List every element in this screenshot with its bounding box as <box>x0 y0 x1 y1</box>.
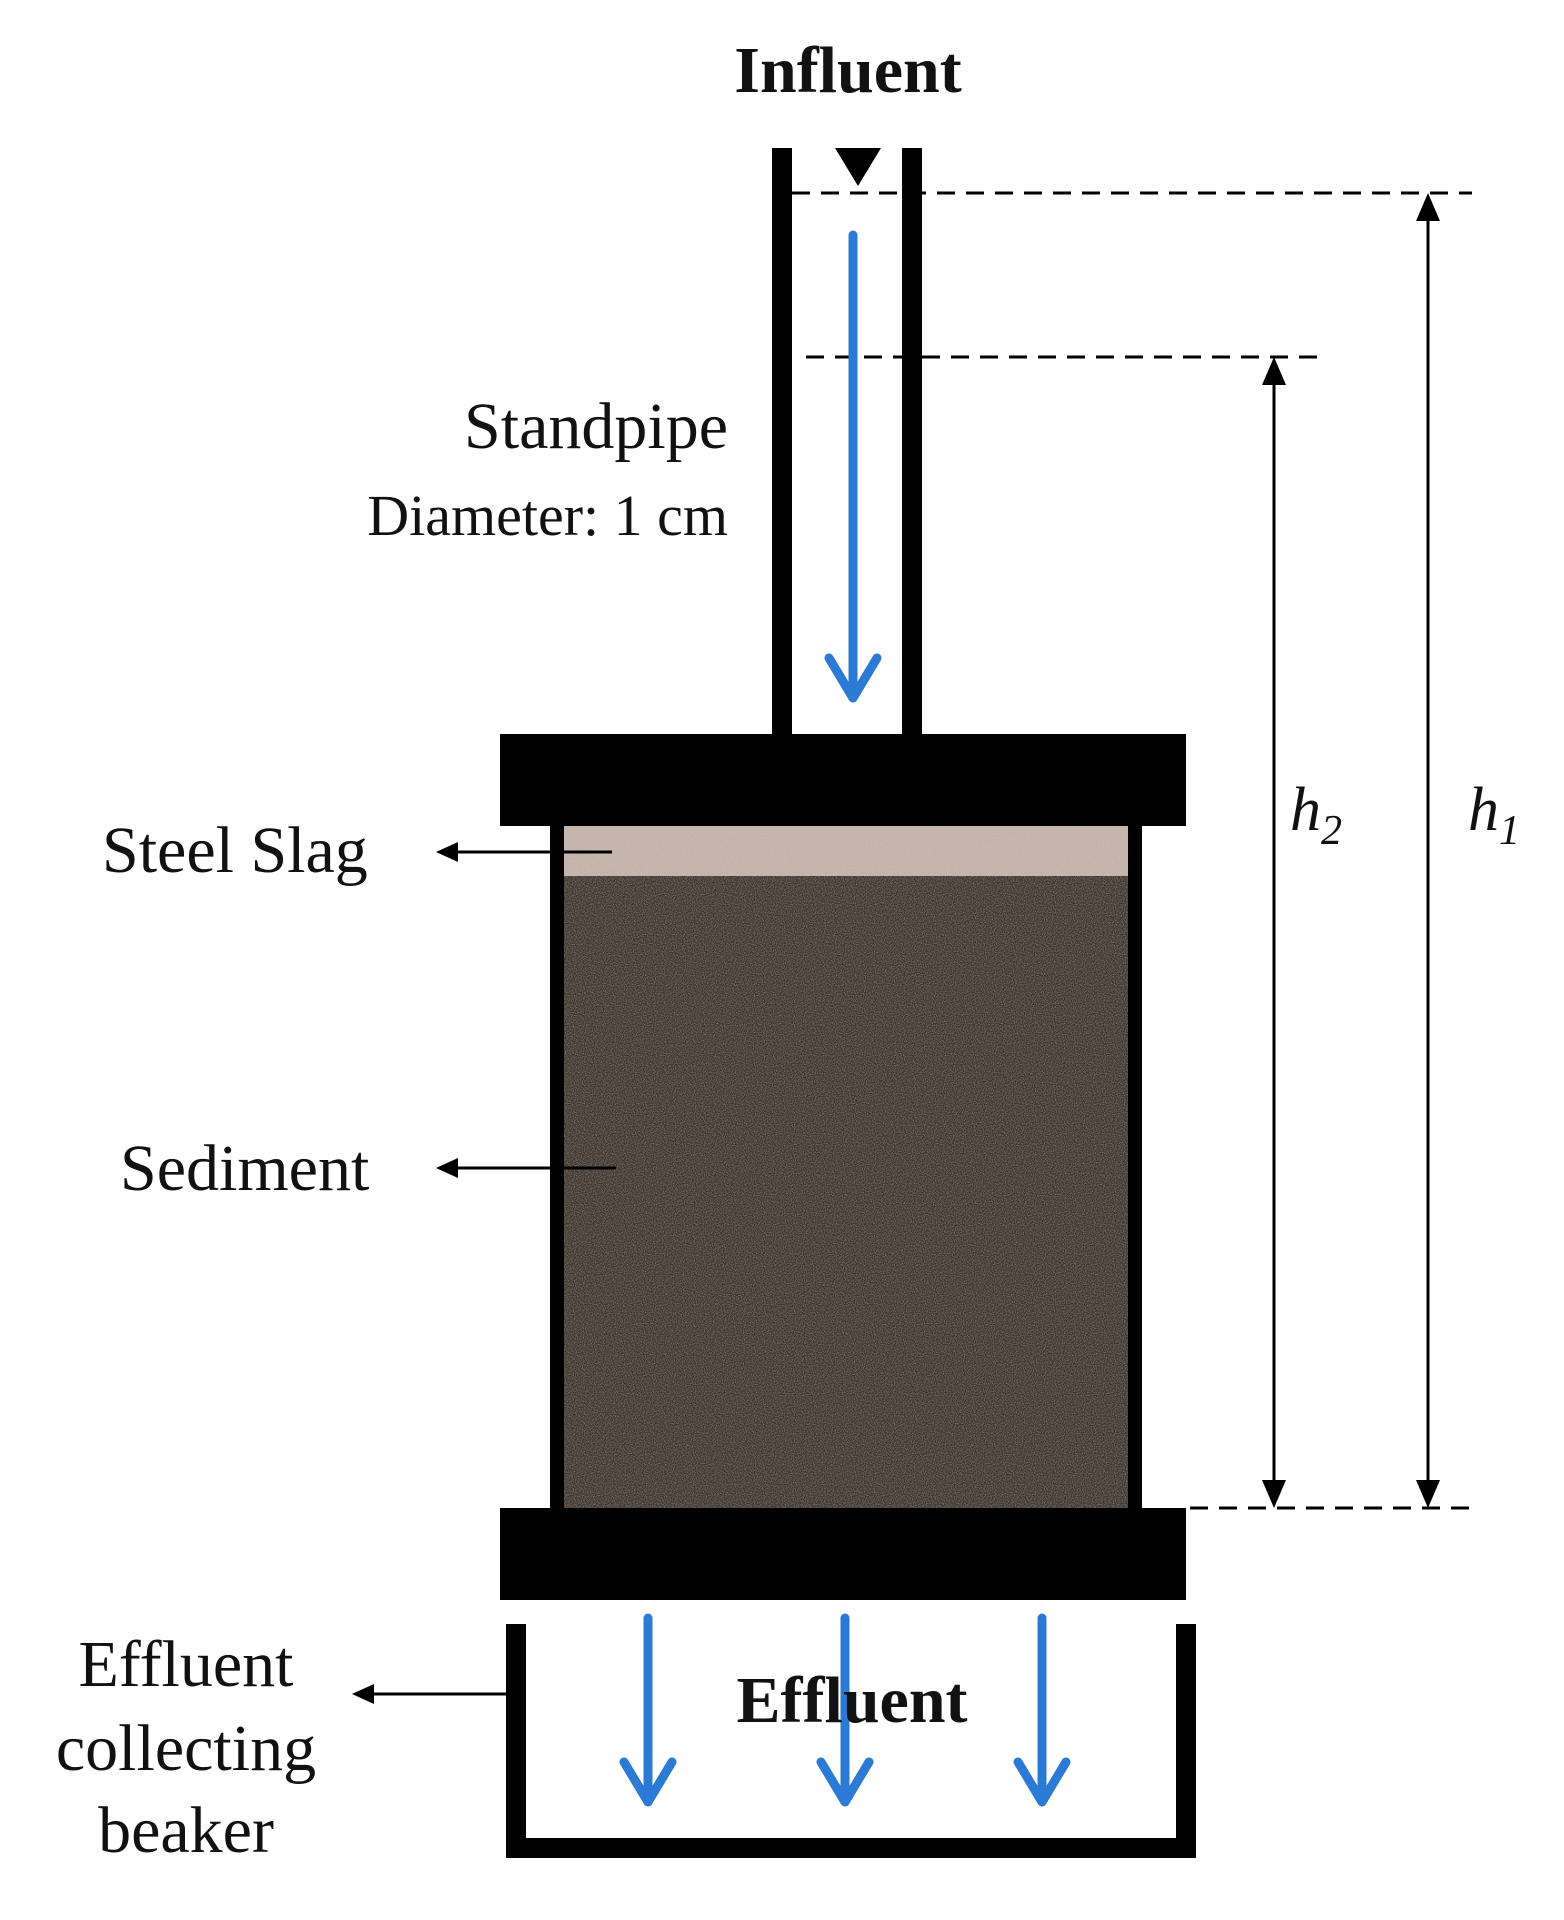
effluent-label: Effluent <box>737 1664 968 1737</box>
steel-slag-pointer-arrow <box>436 842 612 862</box>
steel-slag-label: Steel Slag <box>102 814 368 887</box>
bottom-cap <box>500 1508 1186 1600</box>
beaker-label-line2: collecting <box>56 1712 316 1785</box>
sediment-pointer-arrow <box>436 1158 616 1178</box>
sediment-label: Sediment <box>120 1132 369 1205</box>
steel-slag-layer <box>564 826 1128 876</box>
h1-label: h1 <box>1468 776 1520 854</box>
effluent-beaker <box>506 1624 1196 1858</box>
column-right-wall <box>1128 826 1142 1510</box>
h2-dimension-arrow <box>1262 357 1286 1508</box>
standpipe-right-wall <box>902 148 922 736</box>
top-cap <box>500 734 1186 826</box>
influent-label: Influent <box>734 34 961 107</box>
water-level-marker-icon <box>835 148 881 186</box>
standpipe-left-wall <box>772 148 792 736</box>
effluent-flow-arrow-center <box>816 1613 874 1807</box>
standpipe-diameter-label: Diameter: 1 cm <box>367 483 728 548</box>
h2-label: h2 <box>1290 776 1342 854</box>
beaker-label-line1: Effluent <box>78 1628 293 1701</box>
h1-dimension-arrow <box>1416 193 1440 1508</box>
sediment-layer <box>564 876 1128 1508</box>
beaker-label-line3: beaker <box>98 1794 274 1867</box>
effluent-flow-arrow-left <box>619 1613 677 1807</box>
standpipe-label: Standpipe <box>464 390 728 463</box>
effluent-flow-arrow-right <box>1013 1613 1071 1807</box>
standpipe-flow-arrow <box>824 230 882 703</box>
beaker-pointer-arrow <box>352 1684 508 1704</box>
